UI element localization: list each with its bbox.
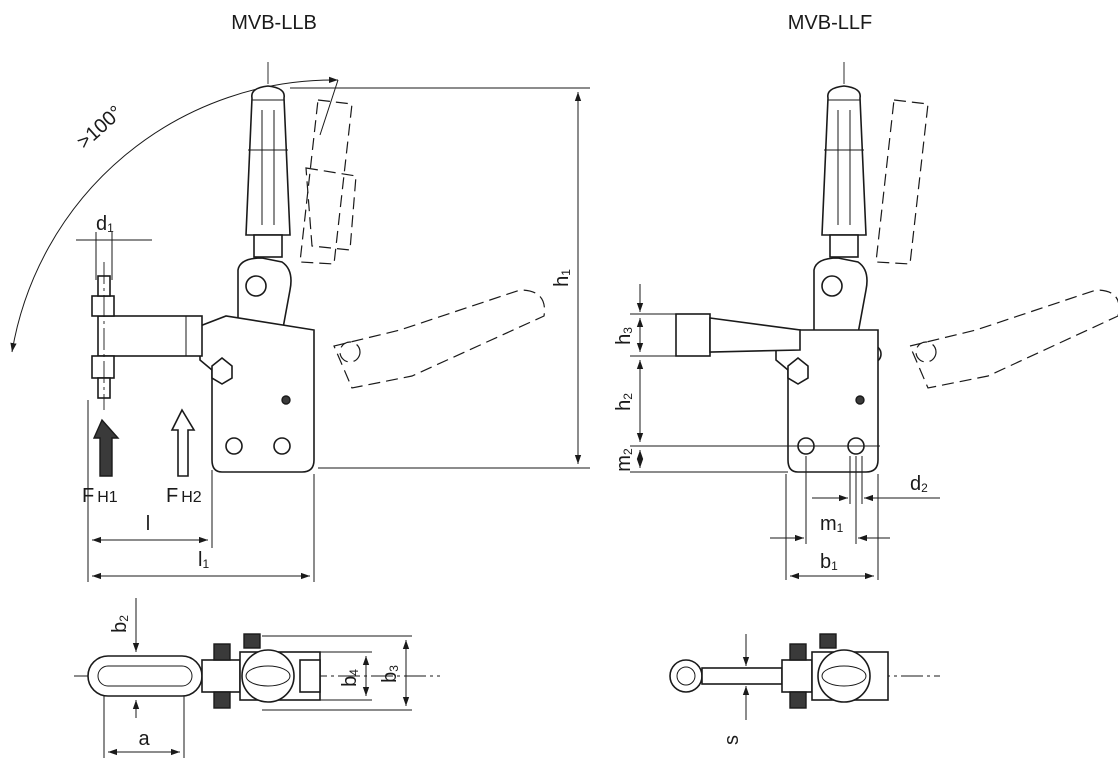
alt-pivot (339, 341, 361, 363)
force-arrow-h1 (92, 418, 120, 477)
top-hex (819, 633, 837, 649)
clamp-right-front-view: h3 h2 m2 d2 m1 b1 (613, 62, 1118, 580)
slotted-arm (87, 655, 203, 697)
top-hex (243, 633, 261, 649)
arm-hub-right (781, 659, 813, 693)
dim-h1-label: h1 (551, 269, 573, 287)
handle-alt-upright (299, 99, 353, 265)
dim-b3-label: b3 (379, 665, 401, 683)
dim-b4-label: b4 (339, 669, 361, 687)
top-nut (789, 643, 807, 661)
handle-grip-right (821, 85, 867, 236)
handle-grip (245, 85, 291, 236)
base-block (199, 315, 315, 473)
top-nut (213, 643, 231, 661)
hex-nut (211, 356, 233, 385)
handle-top-circle (241, 649, 295, 703)
clamp-arm-right (709, 317, 801, 353)
handle-alt-upright-right (875, 99, 929, 265)
clamp-arm (97, 315, 203, 357)
dim-a-label: a (138, 728, 150, 750)
handle-alt-open (333, 289, 546, 389)
handle-top-circle-right (817, 649, 871, 703)
pivot-pin-top (821, 275, 843, 297)
dim-l1-label: l1 (198, 549, 209, 571)
grease-nipple (855, 395, 865, 405)
dim-d1-label: d1 (96, 213, 114, 235)
dim-b1-label: b1 (820, 551, 838, 573)
mount-hole (225, 437, 243, 455)
handle-top-ellipse (245, 665, 291, 687)
dim-s-label: s (721, 735, 743, 745)
handle-alt-inner (305, 167, 357, 251)
handle-alt-open-right (909, 289, 1118, 389)
title-left: MVB-LLB (231, 12, 317, 34)
round-pad-inner (676, 666, 696, 686)
dim-m1-label: m1 (820, 513, 844, 535)
bottom-nut (789, 691, 807, 709)
force-arrow-h2 (170, 408, 196, 477)
clamp-right-top-view: s (669, 633, 940, 745)
dim-b2-label: b2 (109, 615, 131, 633)
dim-m2-label: m2 (613, 448, 635, 472)
spindle-nut-top (91, 295, 115, 317)
bottom-nut (213, 691, 231, 709)
round-pad (669, 659, 703, 693)
angle-label: >100° (73, 102, 127, 154)
dim-l-label: l (146, 513, 150, 535)
grease-nipple (281, 395, 291, 405)
handle-top-ellipse-right (821, 665, 867, 687)
dim-d2-label: d2 (910, 473, 928, 495)
angle-ref-line (319, 79, 339, 136)
arm-hub (201, 659, 241, 693)
handle-collar-right (829, 234, 859, 258)
top-block (299, 659, 321, 693)
pivot-pin-top (245, 275, 267, 297)
hex-nut (787, 356, 809, 385)
dim-h2-label: h2 (613, 393, 635, 411)
spindle-nut-bottom (91, 355, 115, 379)
alt-pivot (915, 341, 937, 363)
dim-h3-label: h3 (613, 327, 635, 345)
clamp-left-front-view: >100° (10, 62, 590, 582)
handle-collar (253, 234, 283, 258)
arm-rod (701, 667, 783, 685)
clamp-left-top-view: a b2 b4 b3 (74, 598, 440, 758)
mount-hole (273, 437, 291, 455)
flange-pad (675, 313, 711, 357)
title-right: MVB-LLF (788, 12, 872, 34)
slot (97, 665, 193, 687)
